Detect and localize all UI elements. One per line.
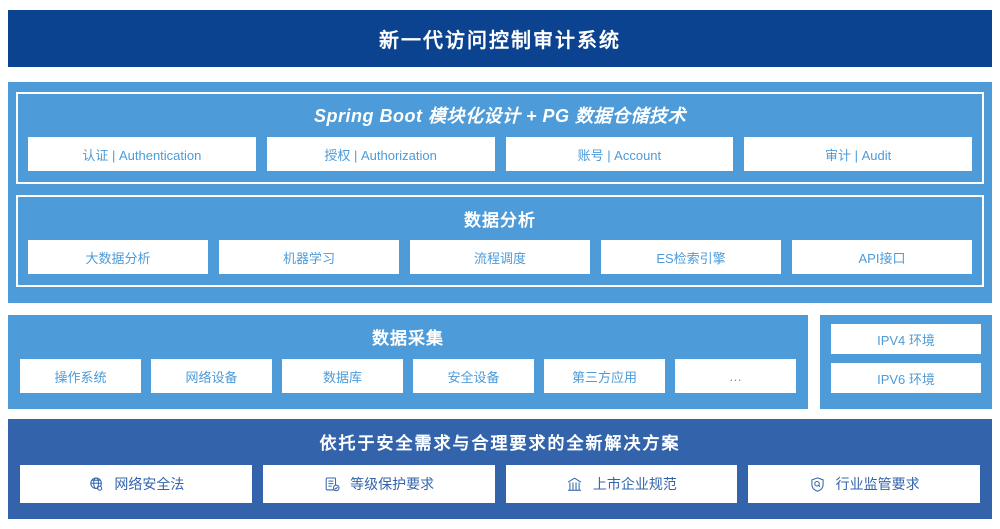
- card-label: 网络安全法: [114, 476, 185, 492]
- bank-building-icon: [566, 475, 584, 493]
- card-label: 网络设备: [185, 369, 238, 385]
- card-label: 行业监管要求: [835, 476, 920, 492]
- tech-card-authentication[interactable]: 认证 | Authentication: [28, 137, 256, 171]
- solution-card-industry-regulation[interactable]: 行业监管要求: [748, 465, 980, 503]
- solution-card-row: 网络安全法 等级保护要求: [20, 454, 980, 503]
- card-label: …: [729, 368, 742, 384]
- card-label: 数据库: [322, 369, 362, 385]
- analysis-card-row: 大数据分析 机器学习 流程调度 ES检索引擎 API接口: [18, 231, 982, 274]
- solution-card-classified-protection[interactable]: 等级保护要求: [262, 465, 495, 503]
- document-check-icon: [323, 475, 341, 493]
- card-label: 认证 | Authentication: [82, 147, 202, 163]
- collect-card-database[interactable]: 数据库: [282, 359, 403, 393]
- card-label: API接口: [858, 250, 906, 266]
- analysis-card-bigdata[interactable]: 大数据分析: [28, 240, 208, 274]
- header-bar: 新一代访问控制审计系统: [8, 10, 992, 67]
- solution-section: 依托于安全需求与合理要求的全新解决方案 网络安全法: [8, 419, 992, 519]
- card-label: 账号 | Account: [577, 147, 662, 163]
- card-label: ES检索引擎: [656, 250, 726, 266]
- environment-section: IPV4 环境 IPV6 环境: [820, 315, 992, 409]
- collect-card-more[interactable]: …: [675, 359, 796, 393]
- tech-stack-box: Spring Boot 模块化设计 + PG 数据仓储技术 认证 | Authe…: [16, 92, 984, 184]
- technology-section: Spring Boot 模块化设计 + PG 数据仓储技术 认证 | Authe…: [8, 82, 992, 303]
- data-analysis-box: 数据分析 大数据分析 机器学习 流程调度 ES检索引擎 API接口: [16, 195, 984, 287]
- globe-network-icon: [87, 475, 105, 493]
- analysis-card-api[interactable]: API接口: [792, 240, 972, 274]
- analysis-title-wrap: 数据分析: [18, 197, 982, 231]
- tech-title-wrap: Spring Boot 模块化设计 + PG 数据仓储技术: [18, 94, 982, 128]
- analysis-section-title: 数据分析: [464, 211, 536, 230]
- card-label: 上市企业规范: [592, 476, 677, 492]
- card-label: 等级保护要求: [350, 476, 435, 492]
- collect-card-network-device[interactable]: 网络设备: [151, 359, 272, 393]
- solution-card-listed-enterprise[interactable]: 上市企业规范: [505, 465, 738, 503]
- tech-card-row: 认证 | Authentication 授权 | Authorization 账…: [18, 128, 982, 171]
- card-label: 授权 | Authorization: [324, 147, 437, 163]
- card-label: 第三方应用: [571, 369, 637, 385]
- data-collection-section: 数据采集 操作系统 网络设备 数据库 安全设备 第三方应用 …: [8, 315, 808, 409]
- env-card-ipv6[interactable]: IPV6 环境: [831, 363, 981, 393]
- card-label: 审计 | Audit: [825, 147, 892, 163]
- collect-card-row: 操作系统 网络设备 数据库 安全设备 第三方应用 …: [20, 349, 796, 393]
- analysis-card-process-scheduling[interactable]: 流程调度: [410, 240, 590, 274]
- env-card-ipv4[interactable]: IPV4 环境: [831, 324, 981, 354]
- card-label: 大数据分析: [85, 250, 151, 266]
- solution-card-cybersecurity-law[interactable]: 网络安全法: [20, 465, 252, 503]
- analysis-card-es-search[interactable]: ES检索引擎: [601, 240, 781, 274]
- shield-search-icon: [809, 475, 827, 493]
- solution-section-title: 依托于安全需求与合理要求的全新解决方案: [319, 434, 681, 453]
- collect-card-security-device[interactable]: 安全设备: [413, 359, 534, 393]
- card-label: 安全设备: [447, 369, 500, 385]
- tech-card-audit[interactable]: 审计 | Audit: [744, 137, 972, 171]
- collect-section-title: 数据采集: [372, 329, 444, 348]
- card-label: 操作系统: [54, 369, 107, 385]
- page-title: 新一代访问控制审计系统: [379, 30, 621, 52]
- card-label: 流程调度: [473, 250, 526, 266]
- collect-card-operating-system[interactable]: 操作系统: [20, 359, 141, 393]
- card-label: IPV4 环境: [877, 332, 935, 348]
- collect-card-third-party-app[interactable]: 第三方应用: [544, 359, 665, 393]
- tech-card-authorization[interactable]: 授权 | Authorization: [266, 137, 495, 171]
- tech-section-title: Spring Boot 模块化设计 + PG 数据仓储技术: [313, 106, 686, 126]
- analysis-card-machine-learning[interactable]: 机器学习: [219, 240, 399, 274]
- card-label: IPV6 环境: [877, 371, 935, 387]
- card-label: 机器学习: [282, 250, 335, 266]
- tech-card-account[interactable]: 账号 | Account: [505, 137, 734, 171]
